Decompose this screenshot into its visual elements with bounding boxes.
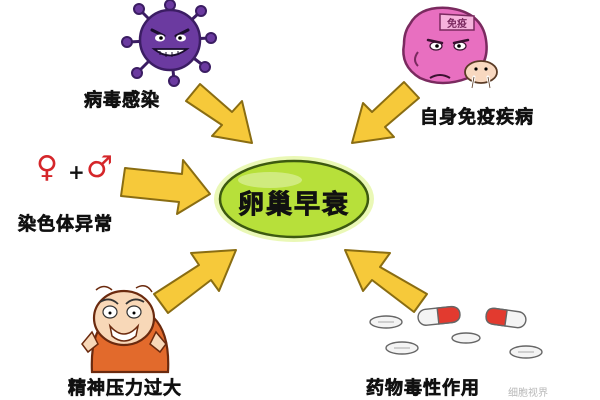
plus-sign: + [68,160,85,184]
virus-icon [121,0,217,87]
pills-icon [369,305,543,359]
center-label: 卵巢早衰 [237,190,350,221]
male-symbol-icon: ♂ [86,150,113,185]
arrow-from-drug [344,249,428,313]
watermark: 细胞视界 [508,388,548,399]
cause-label-virus: 病毒感染 [84,90,160,112]
stressed-person-icon [81,285,170,374]
stamp-text: 免疫 [447,17,467,30]
female-symbol-icon: ♀ [36,150,58,185]
arrow-from-autoimmune [351,81,420,144]
center-ellipse [214,156,374,242]
cause-label-chromosome: 染色体异常 [18,214,113,236]
cause-label-autoimmune: 自身免疫疾病 [420,107,534,129]
cause-label-drug: 药物毒性作用 [366,378,480,400]
walrus-creature-icon [464,60,498,90]
cause-label-stress: 精神压力过大 [68,378,182,400]
arrow-from-virus [185,83,253,144]
arrow-from-stress [153,249,237,314]
autoimmune-character-icon: 免疫 [402,6,498,90]
arrow-from-chromosome [120,159,211,215]
